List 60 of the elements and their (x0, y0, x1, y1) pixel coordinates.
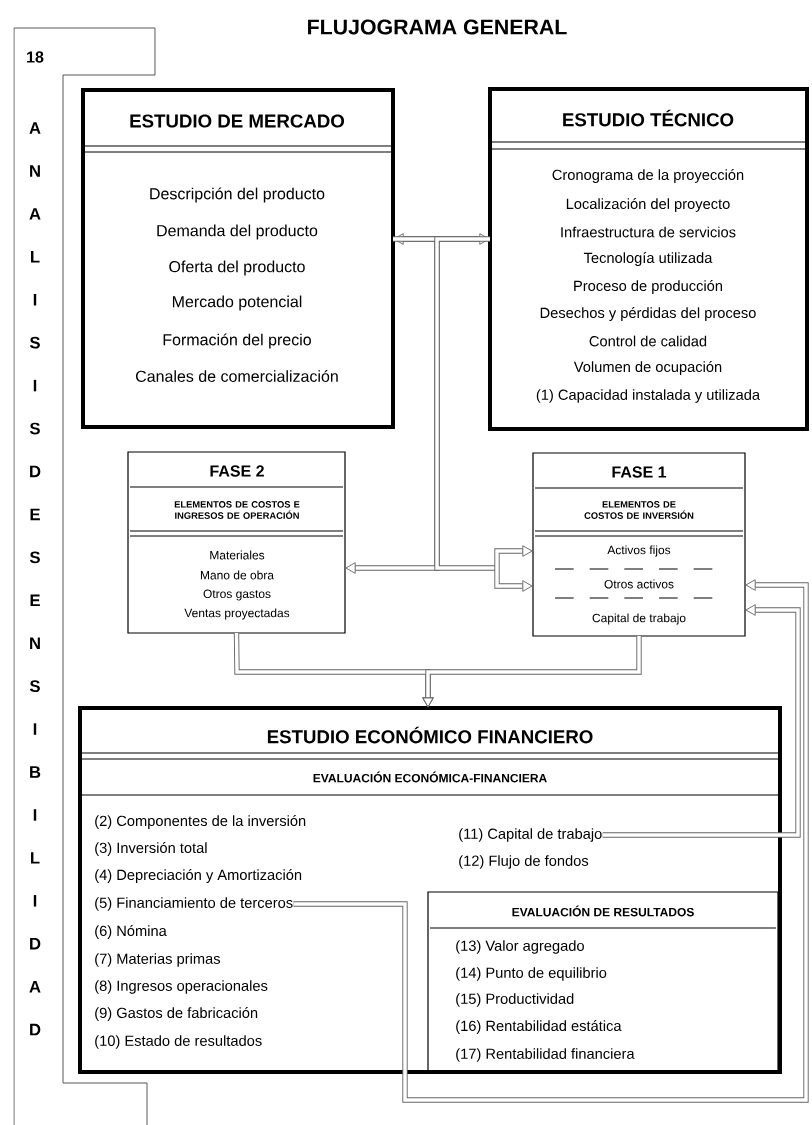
list-item: Canales de comercialización (136, 370, 338, 382)
list-item: Mercado potencial (172, 295, 302, 311)
list-item: Demanda del producto (157, 224, 318, 240)
study-box (81, 88, 395, 429)
results-box (427, 891, 779, 1073)
double-arrow (434, 236, 533, 592)
phase-box (127, 451, 346, 634)
box-title: ESTUDIO DE MERCADO (130, 114, 345, 128)
box-title: ESTUDIO TÉCNICO (563, 109, 734, 127)
list-item: (12) Flujo de fondos (459, 855, 589, 869)
list-item: Oferta del producto (169, 260, 305, 276)
list-item: Infraestructura de servicios (561, 226, 736, 238)
study-box (488, 87, 809, 431)
list-item: (7) Materias primas (95, 953, 220, 967)
list-item: (6) Nómina (95, 925, 167, 939)
list-item: (16) Rentabilidad estática (456, 1020, 622, 1034)
list-item: (4) Depreciación y Amortización (95, 869, 302, 883)
list-item: Otros gastos (203, 589, 271, 601)
box-subtitle: EVALUACIÓN ECONÓMICA-FINANCIERA (313, 771, 547, 783)
list-item: Capital de trabajo (592, 613, 686, 625)
list-item: (15) Productividad (456, 993, 574, 1007)
list-item: Cronograma de la proyección (552, 169, 744, 183)
list-item: Proceso de producción (574, 280, 722, 294)
box-title: FASE 1 (612, 466, 667, 478)
box-title: ESTUDIO ECONÓMICO FINANCIERO (267, 726, 593, 744)
box-title: FASE 2 (210, 465, 264, 477)
list-item: Descripción del producto (150, 187, 325, 203)
list-item: (1) Capacidad instalada y utilizada (536, 389, 761, 403)
list-item: Formación del precio (163, 333, 311, 349)
list-item: Mano de obra (200, 570, 274, 580)
list-item: (10) Estado de resultados (95, 1035, 262, 1049)
list-item: Activos fijos (607, 545, 671, 557)
list-item: Otros activos (604, 579, 674, 589)
list-item: Ventas proyectadas (184, 608, 290, 620)
double-arrow (602, 604, 801, 838)
phase-box (532, 452, 746, 637)
vertical-label: ANALISIS DE SENSIBILIDAD (29, 122, 41, 1036)
list-item: Volumen de ocupación (573, 361, 722, 375)
list-item: (3) Inversión total (95, 842, 207, 856)
list-item: (13) Valor agregado (456, 940, 584, 954)
list-item: Tecnología utilizada (583, 252, 713, 266)
list-item: Materiales (210, 550, 265, 560)
diagram-title: FLUJOGRAMA GENERAL (308, 19, 567, 35)
box-subtitle: ELEMENTOS DE COSTOS DE INVERSIÓN (584, 501, 694, 519)
list-item: (9) Gastos de fabricación (95, 1007, 258, 1021)
list-item: (11) Capital de trabajo (459, 828, 602, 842)
list-item: Desechos y pérdidas del proceso (540, 307, 756, 321)
study-box (78, 706, 782, 1074)
list-item: (2) Componentes de la inversión (95, 815, 306, 829)
list-item: (5) Financiamiento de terceros (95, 897, 293, 911)
list-item: (14) Punto de equilibrio (456, 967, 607, 981)
box-subtitle: ELEMENTOS DE COSTOS E INGRESOS DE OPERACIÓN (174, 501, 300, 519)
page-number: 18 (27, 51, 44, 63)
list-item: Localización del proyecto (566, 198, 730, 212)
list-item: Control de calidad (589, 335, 707, 347)
list-item: (8) Ingresos operacionales (95, 980, 268, 994)
double-arrow (293, 579, 809, 1103)
list-item: (17) Rentabilidad financiera (456, 1048, 635, 1062)
box-subtitle: EVALUACIÓN DE RESULTADOS (512, 905, 694, 917)
double-arrow (422, 636, 642, 708)
